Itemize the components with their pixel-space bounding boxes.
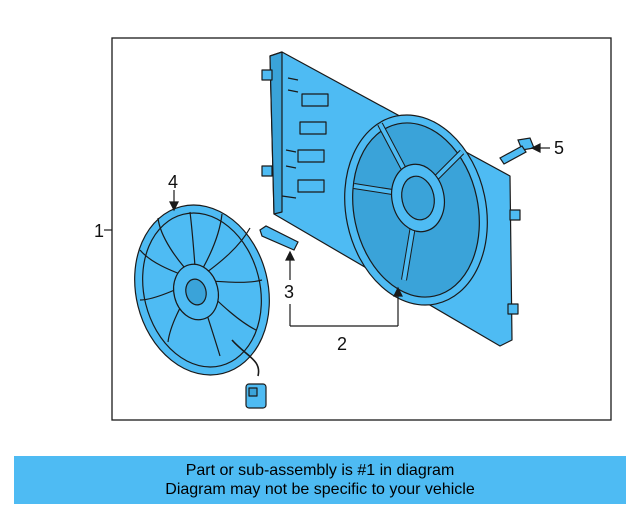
leader-lines	[104, 143, 550, 327]
callout-1: 1	[94, 221, 104, 241]
callout-4: 4	[168, 172, 178, 192]
fan-shroud-part[interactable]	[261, 51, 521, 347]
bracket-part[interactable]	[259, 225, 299, 251]
diagram-frame	[111, 37, 612, 421]
bolt-part[interactable]	[499, 137, 535, 165]
fan-motor-part[interactable]	[117, 191, 287, 409]
callout-5: 5	[554, 138, 564, 158]
parts-diagram: 1 2 3 4 5	[94, 37, 612, 421]
banner-line-2: Diagram may not be specific to your vehi…	[165, 481, 475, 498]
banner-line-1: Part or sub-assembly is #1 in diagram	[185, 462, 455, 479]
callout-3: 3	[284, 282, 294, 302]
callout-2: 2	[337, 334, 347, 354]
info-banner: Part or sub-assembly is #1 in diagram Di…	[14, 456, 626, 504]
